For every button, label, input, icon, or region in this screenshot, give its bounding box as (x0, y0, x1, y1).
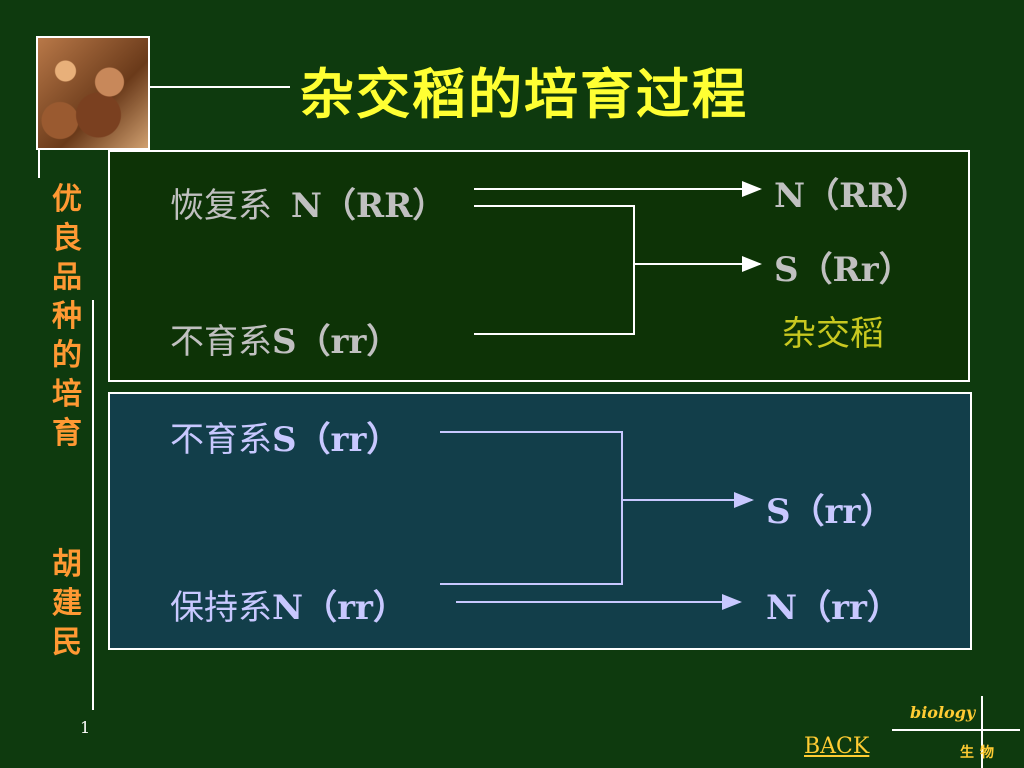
header-photo (36, 36, 150, 150)
output-s-rr: S（rr） (766, 492, 895, 532)
page-number: 1 (80, 718, 91, 737)
biology-logo-lines (892, 696, 1020, 768)
sterile-line-label-2: 不育系S（rr） (170, 412, 400, 461)
output-n-rr: N（RR） (774, 176, 930, 216)
biology-logo-text: biology (910, 703, 976, 722)
maintainer-line-label: 保持系N（rr） (170, 580, 407, 629)
output-s-rr-hybrid: S（Rr） (774, 250, 913, 290)
restorer-line-label: 恢复系 N（RR） (170, 178, 446, 227)
page-title: 杂交稻的培育过程 (300, 63, 748, 126)
side-vertical-rule (92, 300, 94, 710)
hybrid-rice-label: 杂交稻 (782, 314, 884, 354)
maintainer-label: 保持系 (170, 588, 272, 628)
box1-connectors (474, 181, 762, 335)
sterile-code-2: S（rr） (272, 420, 401, 460)
biology-logo-chinese: 生物 (960, 745, 1000, 761)
box2-connectors (440, 431, 754, 610)
output-n-rr-2: N（rr） (766, 588, 901, 628)
restorer-code: N（RR） (290, 186, 447, 226)
back-link[interactable]: BACK (804, 734, 870, 759)
bracket-box1 (474, 205, 635, 335)
title-rule (148, 86, 290, 88)
sterile-code: S（rr） (272, 322, 401, 362)
sterile-label: 不育系 (170, 322, 272, 362)
photo-vertical-rule (38, 148, 40, 178)
maintainer-code: N（rr） (272, 588, 407, 628)
bracket-box2 (440, 431, 623, 585)
side-author-vertical: 胡建民 (52, 547, 82, 660)
maintainer-panel (108, 392, 972, 650)
restorer-label: 恢复系 (170, 186, 272, 226)
sterile-label-2: 不育系 (170, 420, 272, 460)
side-title-vertical: 优良品种的培育 (52, 182, 82, 451)
sterile-line-label: 不育系S（rr） (170, 314, 400, 363)
